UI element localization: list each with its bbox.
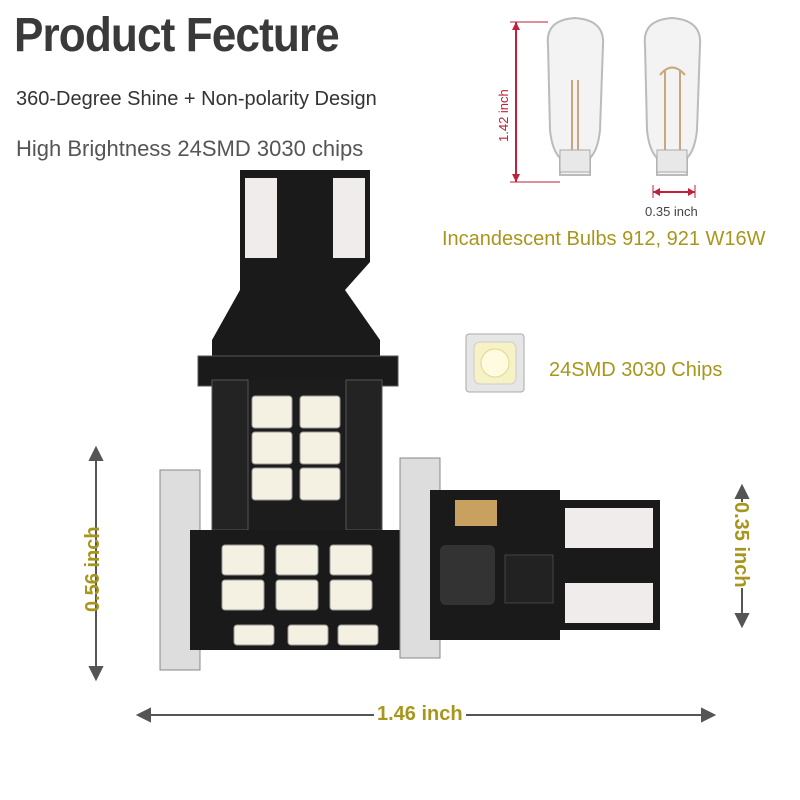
- incandescent-bulb-side: [643, 16, 702, 176]
- reference-height-label: 1.42 inch: [496, 89, 511, 142]
- led-chips-upright: [251, 395, 341, 501]
- width-dimension-label: 1.46 inch: [374, 703, 466, 726]
- led-bulb-upright: [197, 170, 399, 540]
- height-dimension-arrow: [88, 445, 104, 682]
- smd-chip-icon: [465, 333, 525, 393]
- reference-width-label: 0.35 inch: [645, 204, 698, 219]
- reference-width-arrow: [652, 185, 696, 198]
- chip-label: 24SMD 3030 Chips: [549, 359, 723, 381]
- height-dimension-label: 0.56 inch: [82, 526, 104, 612]
- led-chips-sideways: [221, 544, 379, 646]
- depth-dimension-label: 0.35 inch: [729, 502, 752, 588]
- incandescent-bulb-front: [546, 16, 605, 176]
- feature-line-1: 360-Degree Shine + Non-polarity Design: [16, 88, 377, 110]
- reference-height-arrow: [510, 21, 560, 183]
- feature-line-2: High Brightness 24SMD 3030 chips: [16, 136, 364, 161]
- incandescent-label: Incandescent Bulbs 912, 921 W16W: [442, 228, 766, 250]
- product-title: Product Fecture: [14, 9, 340, 62]
